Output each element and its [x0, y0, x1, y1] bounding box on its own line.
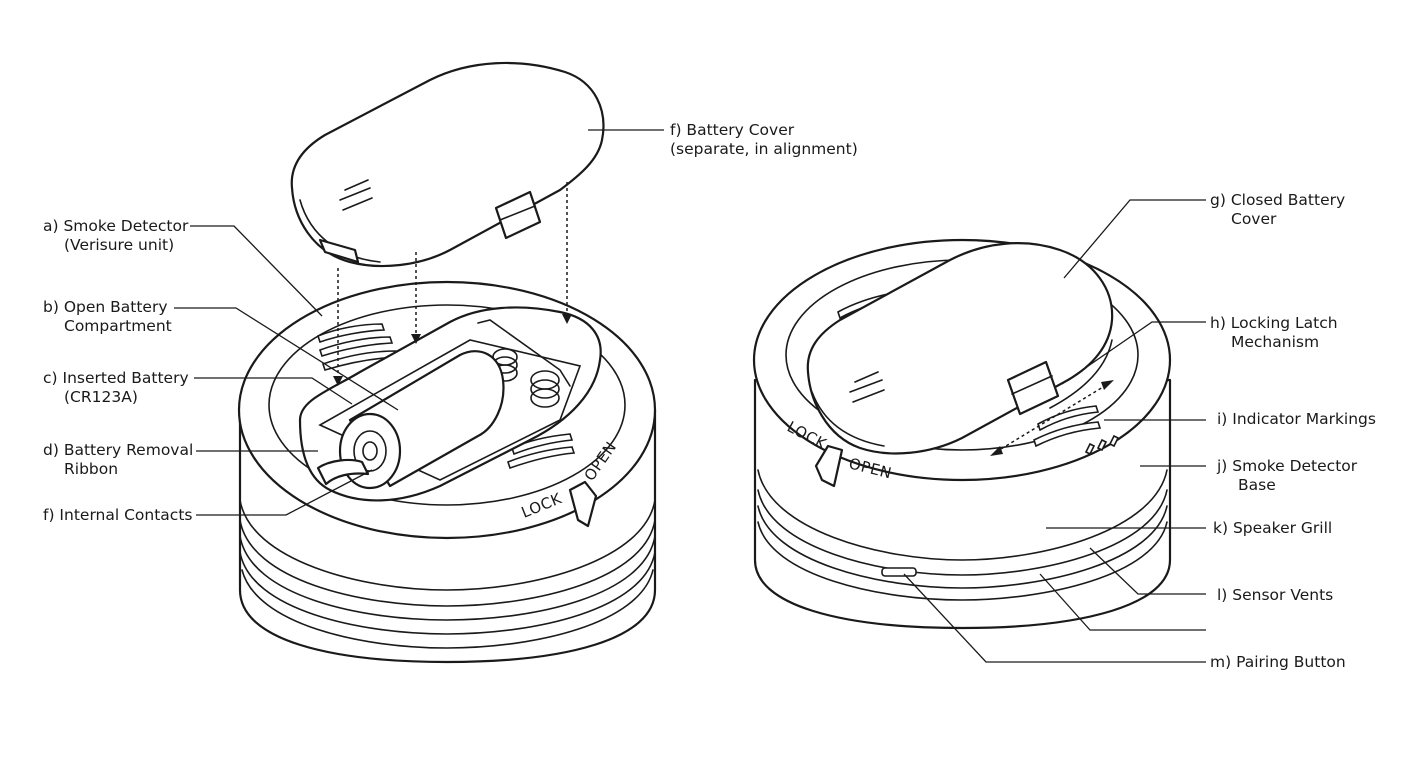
- label-j-line2: Base: [1238, 476, 1276, 494]
- label-a-line2: (Verisure unit): [64, 236, 175, 254]
- label-c-line1: c) Inserted Battery: [43, 369, 189, 387]
- label-m-line1: m) Pairing Button: [1210, 653, 1346, 671]
- label-k-line1: k) Speaker Grill: [1213, 519, 1333, 537]
- label-j-line1: j) Smoke Detector: [1217, 457, 1358, 475]
- leader-lines: [174, 129, 1206, 663]
- label-a-line1: a) Smoke Detector: [43, 217, 189, 235]
- label-d-line1: d) Battery Removal: [43, 441, 194, 459]
- label-battery-cover: f) Battery Cover (separate, in alignment…: [670, 121, 858, 159]
- label-g-line1: g) Closed Battery: [1210, 191, 1346, 209]
- label-battery-removal-ribbon: d) Battery Removal Ribbon: [43, 441, 193, 479]
- alignment-arrows: [333, 182, 572, 386]
- label-f-cover-line1: f) Battery Cover: [670, 121, 795, 139]
- label-pairing-button: m) Pairing Button: [1210, 653, 1346, 672]
- label-d-line2: Ribbon: [64, 460, 119, 478]
- floating-battery-cover: [290, 61, 605, 268]
- label-c-line2: (CR123A): [64, 388, 138, 406]
- label-sensor-vents: l) Sensor Vents: [1217, 586, 1333, 605]
- label-g-line2: Cover: [1231, 210, 1277, 228]
- right-detector: LOCK OPEN: [752, 238, 1172, 630]
- label-h-line1: h) Locking Latch: [1210, 314, 1338, 332]
- right-lock-switch: [814, 444, 844, 488]
- label-closed-battery-cover: g) Closed Battery Cover: [1210, 191, 1345, 229]
- label-smoke-detector-base: j) Smoke Detector Base: [1217, 457, 1357, 495]
- closed-battery-cover: [806, 242, 1114, 455]
- label-open-battery-compartment: b) Open Battery Compartment: [43, 298, 172, 336]
- label-smoke-detector: a) Smoke Detector (Verisure unit): [43, 217, 188, 255]
- label-inserted-battery: c) Inserted Battery (CR123A): [43, 369, 189, 407]
- label-i-line1: i) Indicator Markings: [1217, 410, 1376, 428]
- pairing-button: [881, 567, 917, 577]
- label-internal-contacts: f) Internal Contacts: [43, 506, 192, 525]
- label-f-internal-line1: f) Internal Contacts: [43, 506, 193, 524]
- battery-removal-ribbon: [316, 458, 370, 486]
- left-lock-switch: [568, 480, 598, 528]
- label-h-line2: Mechanism: [1231, 333, 1320, 351]
- label-b-line1: b) Open Battery: [43, 298, 168, 316]
- label-speaker-grill: k) Speaker Grill: [1213, 519, 1332, 538]
- label-l-line1: l) Sensor Vents: [1217, 586, 1334, 604]
- label-locking-latch: h) Locking Latch Mechanism: [1210, 314, 1338, 352]
- left-detector: LOCK OPEN: [237, 280, 657, 664]
- locking-latch: [1006, 360, 1060, 416]
- label-f-cover-line2: (separate, in alignment): [670, 140, 858, 158]
- label-indicator-markings: i) Indicator Markings: [1217, 410, 1376, 429]
- label-b-line2: Compartment: [64, 317, 172, 335]
